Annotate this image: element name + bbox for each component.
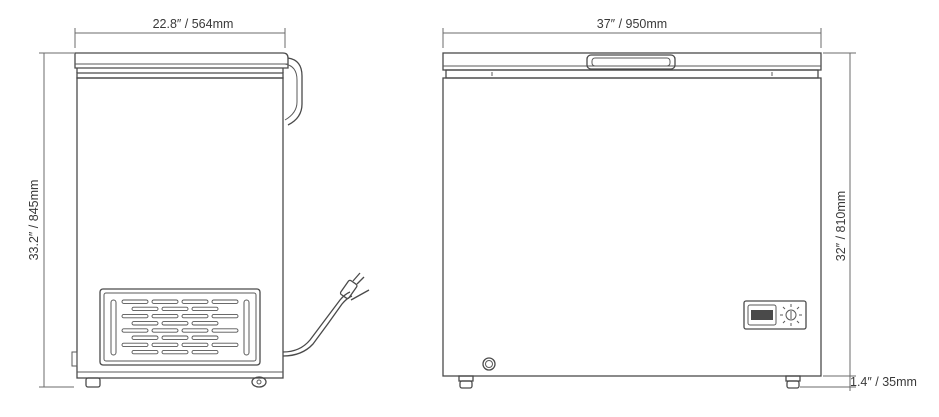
- side-height-dimension: 33.2″ / 845mm: [27, 52, 74, 388]
- side-feet: [85, 376, 267, 388]
- control-panel: [743, 300, 807, 330]
- vent-slot: [191, 306, 219, 312]
- vent-slot: [211, 342, 239, 348]
- vent-slot: [151, 313, 179, 319]
- side-width-label: 22.8″ / 564mm: [153, 17, 234, 31]
- side-height-label: 33.2″ / 845mm: [27, 180, 41, 261]
- side-cabinet: [71, 77, 284, 379]
- vent-slot: [211, 299, 239, 304]
- vent-slot: [181, 299, 209, 304]
- foot-height-dimension: 1.4″ / 35mm: [800, 375, 917, 391]
- power-plug-icon: [282, 272, 370, 357]
- vent-slot: [181, 313, 209, 319]
- vent-slot: [121, 299, 149, 304]
- thermostat-dial-icon: [780, 304, 802, 326]
- vent-slot: [181, 328, 209, 333]
- vent-slot: [121, 342, 149, 348]
- vent-slot: [211, 313, 239, 319]
- side-hinge: [284, 57, 303, 126]
- foot-height-label: 1.4″ / 35mm: [850, 375, 917, 389]
- side-width-dimension: 22.8″ / 564mm: [74, 17, 286, 48]
- vent-slot: [151, 328, 179, 333]
- vent-slot: [161, 306, 189, 312]
- vent-slot: [151, 342, 179, 348]
- vent-slot: [151, 299, 179, 304]
- vent-slots: [121, 299, 239, 355]
- lid-handle: [586, 54, 676, 70]
- vent-slot: [131, 349, 159, 355]
- vent-slot: [121, 313, 149, 319]
- vent-slot: [161, 321, 189, 326]
- vent-slot: [131, 335, 159, 340]
- vent-slot: [131, 306, 159, 312]
- vent-slot: [191, 335, 219, 340]
- vent-slot: [191, 321, 219, 326]
- front-view: 37″ / 950mm 32″ / 810mm 1.4″ / 35mm: [442, 17, 917, 391]
- vent-slot: [181, 342, 209, 348]
- front-height-label: 32″ / 810mm: [834, 191, 848, 261]
- vent-slot: [161, 349, 189, 355]
- front-width-dimension: 37″ / 950mm: [442, 17, 822, 48]
- front-cabinet: [442, 77, 822, 377]
- compressor-vent-grille: [99, 288, 261, 366]
- vent-slot: [191, 349, 219, 355]
- front-feet: [458, 375, 801, 389]
- front-height-dimension: 32″ / 810mm: [823, 52, 856, 377]
- side-lid: [74, 52, 289, 79]
- vent-slot: [211, 328, 239, 333]
- side-view: 22.8″ / 564mm 33.2″ / 845mm: [27, 17, 370, 388]
- drain-plug: [482, 357, 496, 371]
- vent-slot: [131, 321, 159, 326]
- front-width-label: 37″ / 950mm: [597, 17, 667, 31]
- vent-slot: [161, 335, 189, 340]
- vent-slot: [121, 328, 149, 333]
